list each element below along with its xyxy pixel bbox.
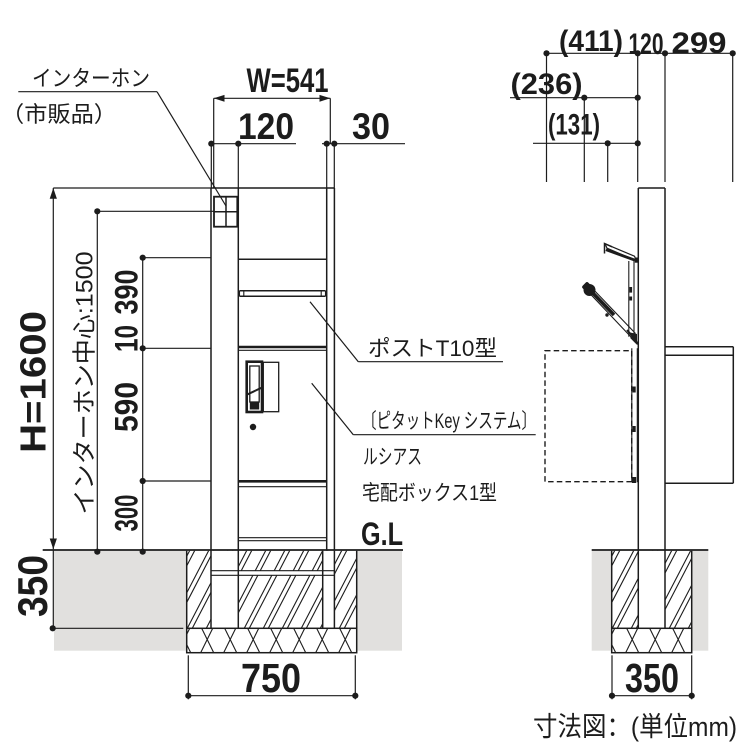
dim-seg-top: 390: [109, 270, 145, 315]
ground-fills: [54, 550, 709, 651]
delivery-box-front: [238, 360, 327, 542]
label-delivery-box: 宅配ボックス1型: [362, 482, 497, 505]
mailbox-front: [238, 258, 327, 351]
dim-embed-depth: 350: [9, 555, 56, 617]
buried-post-masks: [211, 550, 665, 629]
dim-seg-bottom: 300: [109, 495, 145, 532]
dim-pillar-width: 120: [238, 106, 294, 147]
label-brand: ルシアス: [363, 446, 422, 469]
label-post-model: ポストT10型: [368, 336, 497, 361]
dim-seg-box: 590: [109, 382, 145, 432]
footing-outlines: [185, 550, 693, 654]
dim-intercom-center: インターホン中心:1500: [72, 252, 99, 515]
side-view: [544, 187, 735, 629]
dim-total-depth: (411): [559, 25, 623, 58]
dim-flap-depth: (131): [548, 109, 600, 142]
dim-cap-width: 30: [352, 106, 390, 147]
dim-footing-width-front: 750: [241, 655, 301, 701]
label-intercom-line2: （市販品）: [1, 102, 117, 127]
mailbox-side-open-lid: [582, 242, 639, 345]
label-intercom-line1: インターホン: [32, 66, 150, 91]
drawing-caption: 寸法図：(単位mm): [533, 712, 737, 742]
callouts: インターホン （市販品） ポストT10型 〔ピタットKey システム〕 ルシアス…: [1, 66, 737, 742]
front-view: [210, 187, 336, 629]
dim-seg-gap: 10: [109, 325, 145, 352]
front-dimensions: W=541 120 30 H=1600 インターホン中心:1500: [9, 62, 405, 701]
label-ground-level: G.L: [361, 516, 403, 552]
dim-post-depth: 120: [629, 28, 664, 61]
gravel-hatch-side: [611, 628, 692, 653]
side-dimensions: (411) 120 299 (236) (131) 350: [510, 25, 736, 701]
front-posts: [210, 187, 336, 629]
delivery-box-side: [544, 345, 735, 485]
dim-open-depth: (236): [511, 68, 583, 101]
side-post: [637, 187, 666, 629]
dim-footing-width-side: 350: [625, 655, 679, 701]
dim-total-width: W=541: [247, 62, 329, 100]
label-key-system: 〔ピタットKey システム〕: [362, 410, 536, 433]
intercom-box: [213, 195, 239, 228]
gravel-hatch-front: [186, 628, 357, 653]
dim-total-height: H=1600: [13, 311, 54, 453]
dim-rear-depth: 299: [672, 27, 727, 60]
